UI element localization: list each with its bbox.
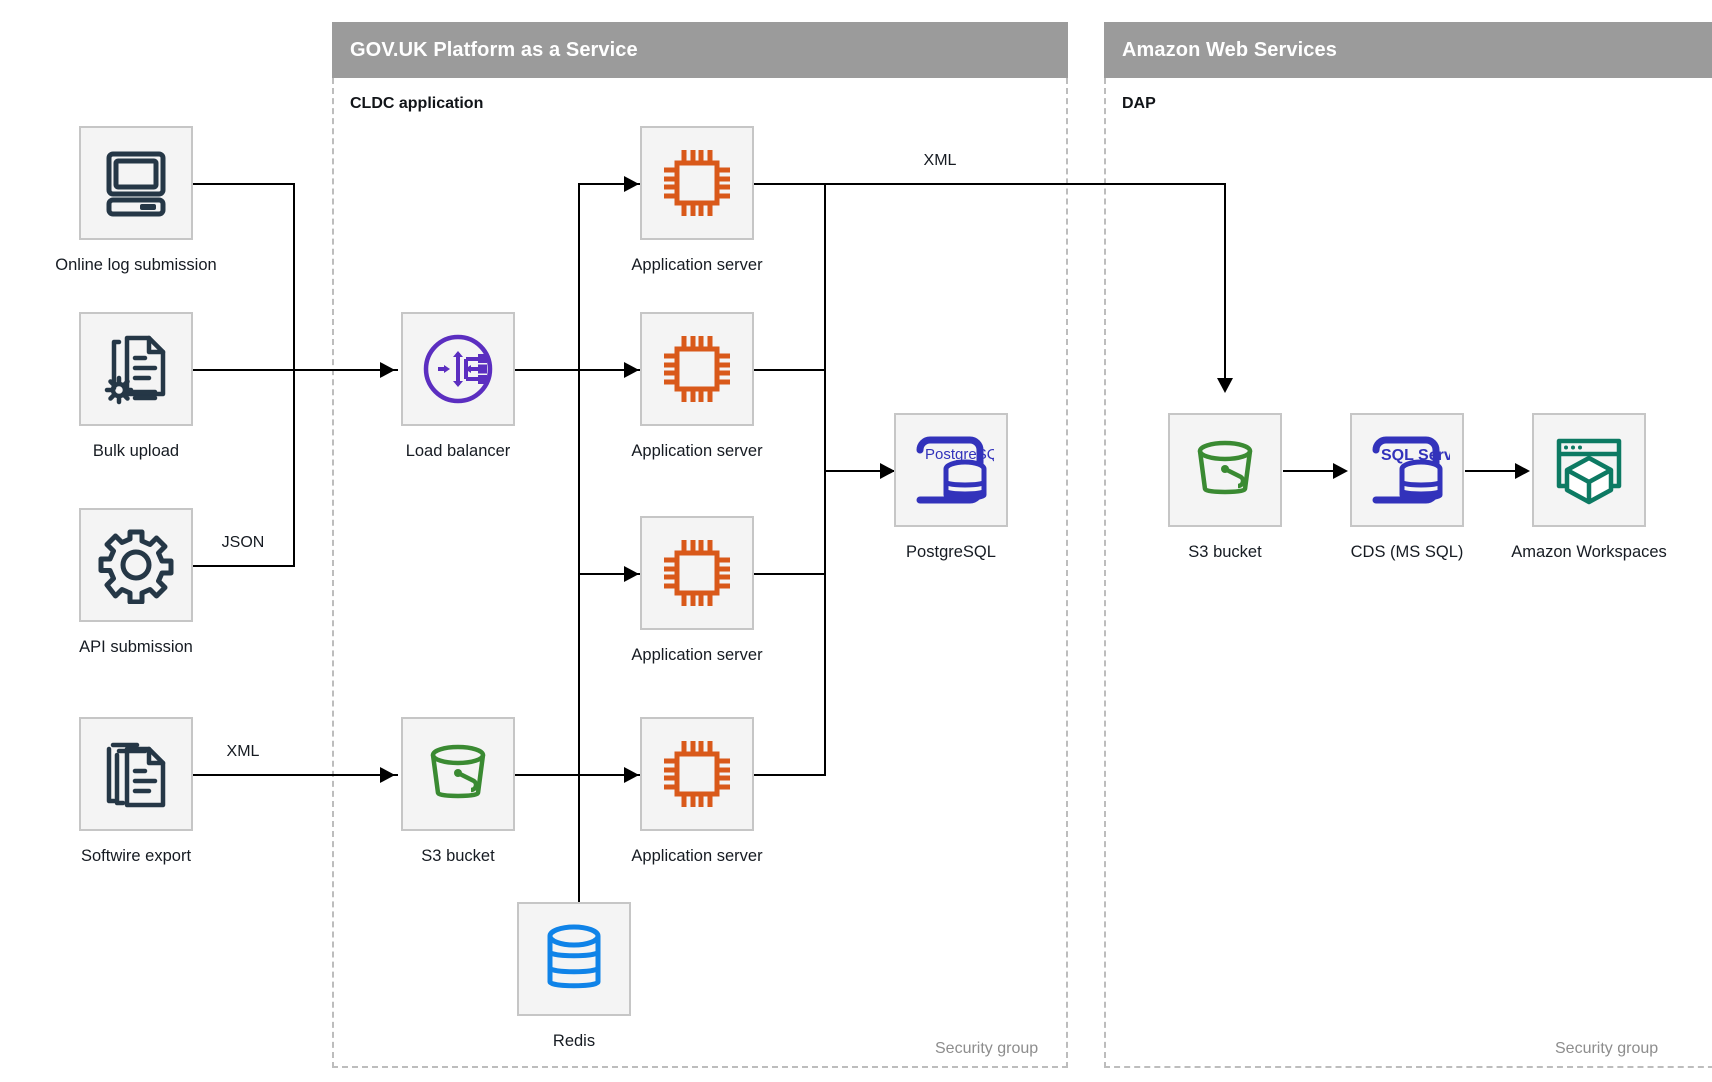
svg-text:PostgreSQL: PostgreSQL [925, 446, 994, 463]
connector-bus-to-postgres [824, 470, 894, 472]
database-cylinder-icon [541, 922, 607, 996]
node-api-submission[interactable] [79, 508, 193, 622]
edge-label-json: JSON [215, 534, 271, 552]
group-sublabel-cldc-application: CLDC application [350, 95, 484, 112]
load-balancer-icon [416, 327, 500, 411]
node-app-server-2[interactable] [640, 312, 754, 426]
arrowhead-to-load-balancer [380, 362, 395, 378]
gear-icon [97, 526, 175, 604]
workspaces-cube-icon [1549, 432, 1629, 508]
arrowhead-to-s3-paas [380, 767, 395, 783]
arrowhead-to-cds [1333, 463, 1348, 479]
connector-app3-out [754, 573, 826, 575]
node-label-s3-bucket-paas: S3 bucket [421, 847, 495, 865]
connector-postgres-bus [824, 183, 826, 776]
edge-label-xml-dap: XML [917, 152, 963, 170]
documents-gear-icon [97, 330, 175, 408]
group-header-paas: GOV.UK Platform as a Service [332, 22, 1068, 78]
node-cds-ms-sql[interactable]: SQL Server [1350, 413, 1464, 527]
node-app-server-3[interactable] [640, 516, 754, 630]
connector-bus-to-app2 [578, 369, 640, 371]
connector-app1-to-dap-v [1224, 183, 1226, 383]
node-label-app-server-4: Application server [631, 847, 763, 865]
sql-server-icon: SQL Server [1364, 430, 1450, 510]
connector-api-v [293, 369, 295, 567]
connector-online-log-v [293, 183, 295, 369]
edge-label-xml-softwire: XML [220, 743, 266, 761]
connector-lb-fanout-bus [578, 183, 580, 775]
node-label-s3-bucket-dap: S3 bucket [1188, 543, 1262, 561]
connector-online-log-h [193, 183, 295, 185]
cpu-chip-icon [657, 143, 737, 223]
node-label-app-server-3: Application server [631, 646, 763, 664]
arrowhead-to-s3-dap [1217, 378, 1233, 393]
arrowhead-to-app-server-1 [624, 176, 639, 192]
node-label-online-log-submission: Online log submission [55, 256, 217, 274]
svg-text:SQL Server: SQL Server [1381, 447, 1450, 464]
connector-bulk-to-lb [193, 369, 398, 371]
node-online-log-submission[interactable] [79, 126, 193, 240]
arrowhead-to-postgresql [880, 463, 895, 479]
connector-s3dap-to-cds [1283, 470, 1345, 472]
security-group-label-aws: Security group [1555, 1040, 1659, 1057]
node-amazon-workspaces[interactable] [1532, 413, 1646, 527]
node-label-redis: Redis [552, 1032, 596, 1050]
node-softwire-export[interactable] [79, 717, 193, 831]
connector-bus-to-app1 [578, 183, 640, 185]
cpu-chip-icon [657, 329, 737, 409]
node-app-server-1[interactable] [640, 126, 754, 240]
node-label-app-server-2: Application server [631, 442, 763, 460]
node-s3-bucket-paas[interactable] [401, 717, 515, 831]
desktop-computer-icon [97, 144, 175, 222]
node-label-softwire-export: Softwire export [80, 847, 192, 865]
node-redis[interactable] [517, 902, 631, 1016]
security-group-label-paas: Security group [935, 1040, 1039, 1057]
connector-softwire-to-s3 [193, 774, 398, 776]
arrowhead-to-app-server-2 [624, 362, 639, 378]
connector-lb-out [515, 369, 580, 371]
node-label-bulk-upload: Bulk upload [92, 442, 180, 460]
group-sublabel-dap: DAP [1122, 95, 1156, 112]
connector-app1-to-dap-h [754, 183, 1226, 185]
node-label-cds-ms-sql: CDS (MS SQL) [1350, 543, 1464, 561]
node-label-amazon-workspaces: Amazon Workspaces [1511, 543, 1667, 561]
node-label-load-balancer: Load balancer [405, 442, 511, 460]
cpu-chip-icon [657, 533, 737, 613]
arrowhead-to-workspaces [1515, 463, 1530, 479]
node-postgresql[interactable]: PostgreSQL [894, 413, 1008, 527]
connector-s3-to-app4 [515, 774, 640, 776]
node-label-api-submission: API submission [79, 638, 193, 656]
node-s3-bucket-dap[interactable] [1168, 413, 1282, 527]
postgresql-icon: PostgreSQL [908, 430, 994, 510]
group-header-aws: Amazon Web Services [1104, 22, 1712, 78]
group-body-paas [332, 78, 1068, 1068]
node-load-balancer[interactable] [401, 312, 515, 426]
node-label-postgresql: PostgreSQL [906, 543, 996, 561]
connector-api-h [193, 565, 295, 567]
connector-redis-v [578, 774, 580, 903]
node-bulk-upload[interactable] [79, 312, 193, 426]
bucket-icon [1186, 431, 1264, 509]
arrowhead-to-app-server-3 [624, 566, 639, 582]
connector-bus-to-app3 [578, 573, 640, 575]
document-stack-icon [97, 735, 175, 813]
connector-app2-out [754, 369, 826, 371]
node-label-app-server-1: Application server [631, 256, 763, 274]
connector-cds-to-workspaces [1465, 470, 1527, 472]
cpu-chip-icon [657, 734, 737, 814]
node-app-server-4[interactable] [640, 717, 754, 831]
bucket-icon [419, 735, 497, 813]
group-body-aws [1104, 78, 1712, 1068]
connector-app4-out [754, 774, 826, 776]
